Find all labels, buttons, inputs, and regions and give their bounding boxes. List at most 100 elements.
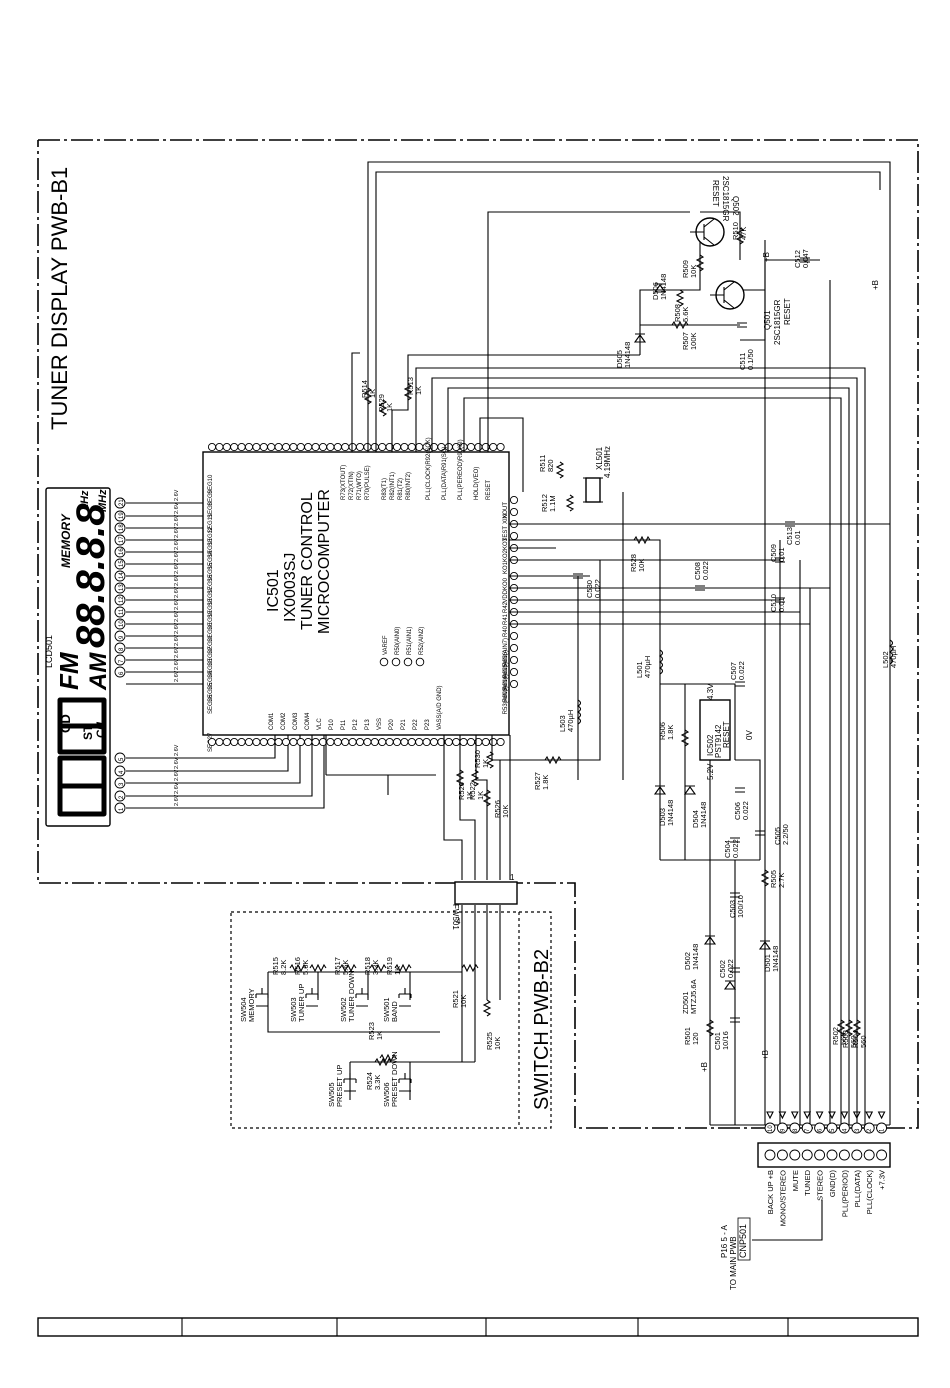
r523-symbol bbox=[379, 1053, 397, 1063]
l501-symbol bbox=[658, 649, 664, 675]
lcd-com-trace bbox=[126, 735, 276, 759]
ic501-bottom-label: P13 bbox=[365, 719, 371, 730]
c530-ref: C530 bbox=[585, 580, 594, 598]
d505-ref: D505 bbox=[615, 350, 624, 368]
ic501-seg-label: SEG10 bbox=[208, 474, 214, 494]
ic501-top-pin bbox=[274, 442, 283, 452]
ic501-top-pin bbox=[378, 442, 387, 452]
ic501-top-label: R81(T2) bbox=[398, 478, 404, 500]
cnp501-signal-label: GND(D) bbox=[828, 1169, 837, 1197]
r509-ref: R509 bbox=[681, 260, 690, 278]
d501-symbol bbox=[758, 940, 772, 950]
cnp501-top-pin bbox=[801, 1122, 813, 1134]
r511-val: 820 bbox=[546, 459, 555, 472]
r527-val: 1.8K bbox=[541, 775, 550, 790]
lcd-pin bbox=[114, 558, 126, 570]
lcd-voltage-label: 2.6V bbox=[174, 670, 180, 682]
lcd-voltage-label: 2.6V bbox=[174, 526, 180, 538]
r521-val: 10K bbox=[459, 995, 468, 1008]
r510-ref: R510 bbox=[731, 222, 740, 240]
lcd-pin-label: 11 bbox=[119, 608, 125, 615]
r518-ref: R518 bbox=[363, 957, 372, 975]
lcd-voltage-label: 2.6V bbox=[174, 586, 180, 598]
cnp501-bottom-pin bbox=[863, 1149, 875, 1161]
r517-symbol bbox=[339, 963, 357, 973]
lcd-pin-label: 21 bbox=[119, 499, 125, 506]
ic501-top-label: R80(INT2) bbox=[406, 472, 412, 500]
lcd-pin-label: 8 bbox=[119, 647, 125, 651]
r528-ref: R528 bbox=[629, 554, 638, 572]
r501-symbol bbox=[705, 1019, 715, 1037]
ic501-seg-label: SEG20 bbox=[208, 622, 214, 642]
ic501-right-pin bbox=[509, 667, 519, 677]
d503-ref: D503 bbox=[658, 808, 667, 826]
ic501-inner-pin bbox=[415, 657, 425, 667]
ic501-inner-pin bbox=[391, 657, 401, 667]
fw501: FW501 1 4 bbox=[451, 873, 518, 930]
cnp501-pin-number: 5 bbox=[830, 1128, 836, 1132]
ic501-right-label: R61(AIN5) bbox=[503, 662, 509, 690]
lcd-voltage-label: 2.6V bbox=[174, 744, 180, 756]
ic501-seg-label: SEG17 bbox=[208, 586, 214, 606]
ic501-inner-pin bbox=[379, 657, 389, 667]
ic501-bottom-label: COM4 bbox=[305, 712, 311, 730]
ic501-top-pin bbox=[326, 442, 335, 452]
ic501-top-pin bbox=[252, 442, 261, 452]
cnp501-signal-label: MONO/STEREO bbox=[778, 1170, 787, 1226]
lcd-voltage-label: 2.6V bbox=[174, 610, 180, 622]
ic501-bottom-pin bbox=[444, 737, 453, 747]
l501-ref: L501 bbox=[635, 661, 644, 678]
c501-symbol bbox=[730, 1017, 740, 1023]
d503-val: 1N4148 bbox=[666, 800, 675, 826]
q501-val: 2SC1815GR bbox=[773, 299, 782, 345]
lcd-voltage-label: 2.6V bbox=[174, 782, 180, 794]
switch-ref: SW501 bbox=[382, 997, 391, 1022]
l501-val: 470µH bbox=[643, 656, 652, 678]
ic501-seg-label: SEG11 bbox=[208, 513, 214, 533]
ic501-bottom-pin bbox=[341, 737, 350, 747]
ic501-bottom-pin bbox=[333, 737, 342, 747]
d504-symbol bbox=[683, 785, 697, 795]
plus-b-label-4: +B bbox=[761, 1050, 770, 1060]
ic501-bottom-pin bbox=[496, 737, 505, 747]
ic501-bottom-label: VLC bbox=[317, 718, 323, 730]
d502-val: 1N4148 bbox=[691, 944, 700, 970]
lcd-voltage-label: 2.6V bbox=[174, 646, 180, 658]
lcd-voltage-label: 2.6V bbox=[174, 757, 180, 769]
cnp501-top-pin bbox=[789, 1122, 801, 1134]
ic501-seg-label: SEG9 bbox=[208, 489, 214, 506]
r520-val: 1K bbox=[465, 791, 474, 800]
ic501-right-pin bbox=[509, 679, 519, 689]
q502-ref: Q502 bbox=[731, 196, 740, 216]
lcd-pin bbox=[114, 654, 126, 666]
cnp501-signal-label: PLL(CLOCK) bbox=[865, 1170, 874, 1215]
c506-symbol bbox=[735, 787, 745, 793]
lcd-pin bbox=[114, 534, 126, 546]
c509-ref: C509 bbox=[769, 544, 778, 562]
r520-symbol bbox=[455, 769, 465, 787]
ic501: IC501 IX0003SJ TUNER CONTROL MICROCOMPUT… bbox=[202, 451, 510, 736]
c507-symbol bbox=[735, 681, 745, 687]
r527-ref: R527 bbox=[533, 772, 542, 790]
r508-ref: R508 bbox=[673, 304, 682, 322]
ic501-bottom-pin bbox=[267, 737, 276, 747]
q502-val: 2SC1815GR bbox=[721, 176, 730, 222]
c513-ref: C513 bbox=[785, 527, 794, 545]
c511-ref: C511 bbox=[738, 353, 747, 370]
switch-ref: SW503 bbox=[289, 997, 298, 1022]
r506-ref: R506 bbox=[658, 722, 667, 740]
r526-val: 10K bbox=[501, 805, 510, 818]
r529-ref: R529 bbox=[377, 394, 386, 412]
r511-ref: R511 bbox=[538, 455, 547, 472]
lcd-voltage-label: 2.6V bbox=[174, 538, 180, 550]
r517-ref: R517 bbox=[333, 957, 342, 975]
c505-ref: C505 bbox=[773, 827, 782, 845]
cnp501-bottom-pin bbox=[789, 1149, 801, 1161]
lcd-pin bbox=[114, 618, 126, 630]
r510-val: 47K bbox=[739, 227, 748, 240]
ic501-right-label: R40 bbox=[503, 625, 509, 637]
lcd-pin-label: 1 bbox=[119, 807, 125, 811]
lcd-pin bbox=[114, 777, 126, 789]
r503-symbol bbox=[844, 1019, 854, 1037]
r525-val: 10K bbox=[493, 1037, 502, 1050]
